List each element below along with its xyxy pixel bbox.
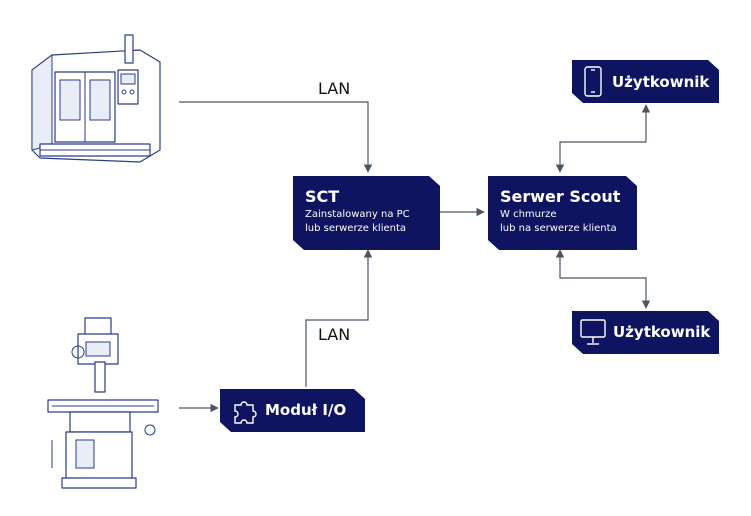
lan-label-top: LAN (318, 79, 350, 98)
sct-title: SCT (305, 187, 339, 206)
sct-line1: Zainstalowany na PC (305, 209, 410, 220)
server-title: Serwer Scout (500, 187, 621, 206)
smartphone-icon (584, 66, 602, 97)
cnc-machine-illustration (31, 34, 161, 163)
edge-server-user-mobile (555, 104, 651, 173)
server-node: Serwer Scout W chmurze lub na serwerze k… (488, 176, 637, 250)
monitor-icon (580, 319, 606, 345)
edge-server-user-desktop (555, 249, 651, 309)
user-mobile-label: Użytkownik (612, 73, 710, 91)
connectors (179, 101, 651, 413)
server-line1: W chmurze (500, 209, 557, 220)
sct-line2: lub serwerze klienta (305, 223, 406, 234)
user-desktop-label: Użytkownik (613, 323, 711, 341)
puzzle-icon (234, 401, 257, 424)
lan-label-bottom: LAN (318, 325, 350, 344)
sct-node: SCT Zainstalowany na PC lub serwerze kli… (293, 176, 440, 250)
module-title: Moduł I/O (265, 401, 346, 419)
server-line2: lub na serwerze klienta (500, 223, 617, 234)
milling-machine-illustration (47, 317, 159, 489)
module-node: Moduł I/O (220, 389, 365, 432)
edge-cnc-to-sct (179, 101, 373, 173)
edge-module-to-sct (305, 249, 373, 387)
user-mobile-node: Użytkownik (572, 60, 719, 103)
user-desktop-node: Użytkownik (572, 311, 719, 354)
